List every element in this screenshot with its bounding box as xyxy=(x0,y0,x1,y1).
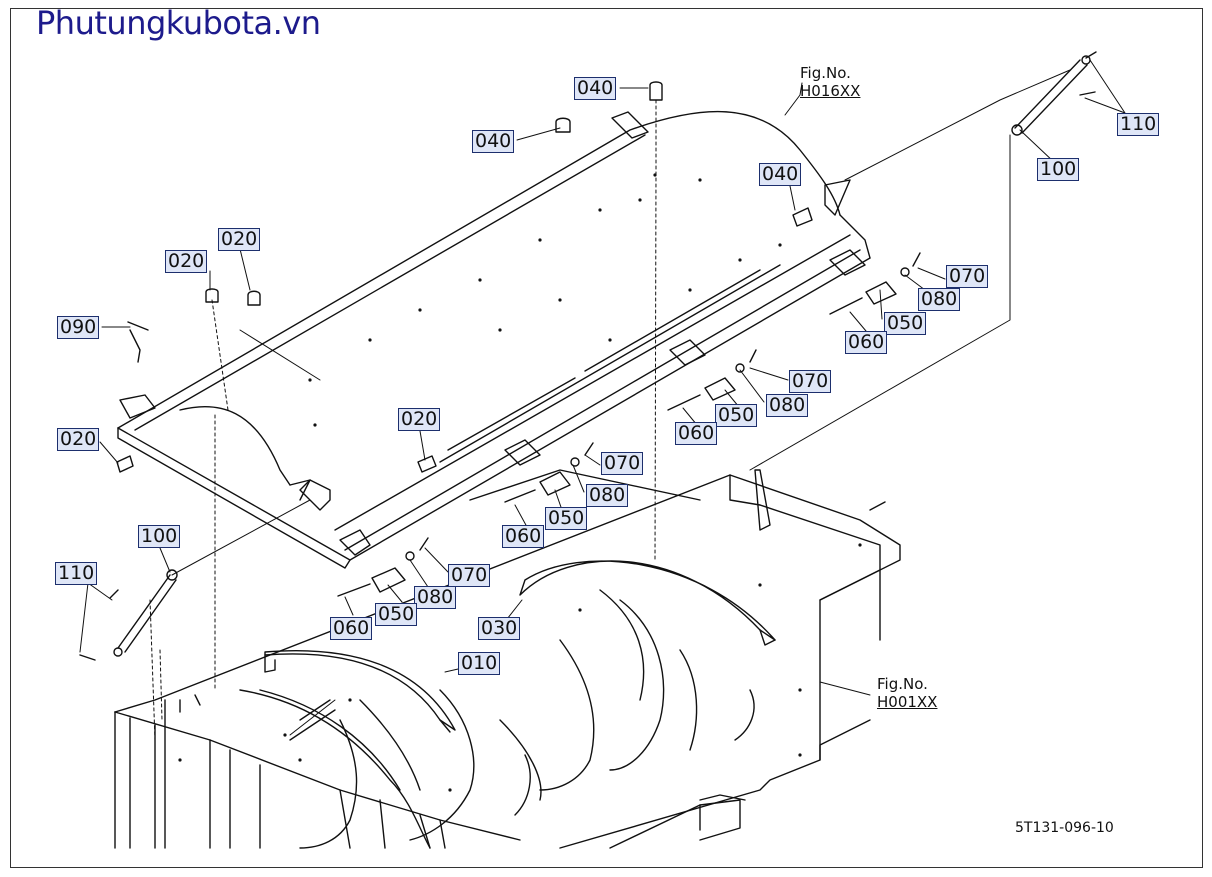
chassis-frame xyxy=(114,469,901,849)
callout-020[interactable]: 020 xyxy=(165,250,208,273)
gas-struts xyxy=(79,51,1097,661)
callout-050[interactable]: 050 xyxy=(715,404,758,427)
fig-ref-code: H001XX xyxy=(877,693,938,711)
callout-070[interactable]: 070 xyxy=(946,265,989,288)
callout-080[interactable]: 080 xyxy=(586,484,629,507)
callout-020[interactable]: 020 xyxy=(398,408,441,431)
fig-ref-h001xx[interactable]: Fig.No. H001XX xyxy=(877,675,937,711)
callout-070[interactable]: 070 xyxy=(789,370,832,393)
rivet-dots xyxy=(178,173,862,792)
fig-ref-label: Fig.No. xyxy=(800,64,851,82)
callout-080[interactable]: 080 xyxy=(918,288,961,311)
callout-080[interactable]: 080 xyxy=(766,394,809,417)
leader-lines xyxy=(79,59,1126,736)
fig-ref-code: H016XX xyxy=(800,82,861,100)
callout-030[interactable]: 030 xyxy=(478,617,521,640)
drawing-code: 5T131-096-10 xyxy=(1015,820,1114,836)
drawing-frame xyxy=(10,8,1203,868)
callout-040[interactable]: 040 xyxy=(574,77,617,100)
callout-060[interactable]: 060 xyxy=(845,331,888,354)
main-top-cover xyxy=(117,110,871,569)
callout-010[interactable]: 010 xyxy=(458,652,501,675)
callout-070[interactable]: 070 xyxy=(448,564,491,587)
callout-100[interactable]: 100 xyxy=(1037,158,1080,181)
callout-070[interactable]: 070 xyxy=(601,452,644,475)
callout-020[interactable]: 020 xyxy=(218,228,261,251)
callout-040[interactable]: 040 xyxy=(759,163,802,186)
site-title: Phutungkubota.vn xyxy=(36,4,321,42)
callout-110[interactable]: 110 xyxy=(55,562,98,585)
callout-090[interactable]: 090 xyxy=(57,316,100,339)
fig-ref-label: Fig.No. xyxy=(877,675,928,693)
callout-050[interactable]: 050 xyxy=(545,507,588,530)
callout-040[interactable]: 040 xyxy=(472,130,515,153)
hinge-hardware xyxy=(116,81,921,597)
callout-100[interactable]: 100 xyxy=(138,525,181,548)
callout-060[interactable]: 060 xyxy=(675,422,718,445)
auger-flights xyxy=(239,589,755,849)
dashed-lines xyxy=(149,99,657,741)
fig-ref-h016xx[interactable]: Fig.No. H016XX xyxy=(800,64,860,100)
callout-080[interactable]: 080 xyxy=(414,586,457,609)
part-010-auger-cover xyxy=(264,649,456,733)
callout-060[interactable]: 060 xyxy=(330,617,373,640)
callout-050[interactable]: 050 xyxy=(375,603,418,626)
callout-020[interactable]: 020 xyxy=(57,428,100,451)
part-030-auger-cover xyxy=(519,560,776,646)
callout-110[interactable]: 110 xyxy=(1117,113,1160,136)
callout-060[interactable]: 060 xyxy=(502,525,545,548)
callout-050[interactable]: 050 xyxy=(884,312,927,335)
